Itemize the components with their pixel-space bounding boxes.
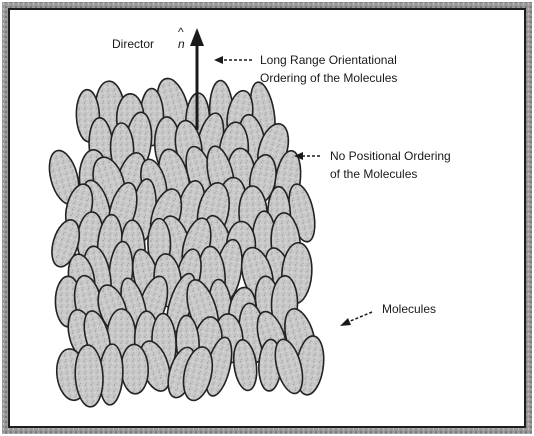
positional-label-line2: of the Molecules [330, 167, 417, 181]
director-label: Director [112, 37, 154, 51]
director-symbol: n [178, 37, 185, 51]
positional-label-line1: No Positional Ordering [330, 149, 451, 163]
molecules-label: Molecules [382, 302, 436, 316]
director-hat: ^ [178, 25, 184, 39]
orientational-label-line1: Long Range Orientational [260, 53, 397, 67]
orientational-label-line2: Ordering of the Molecules [260, 71, 397, 85]
